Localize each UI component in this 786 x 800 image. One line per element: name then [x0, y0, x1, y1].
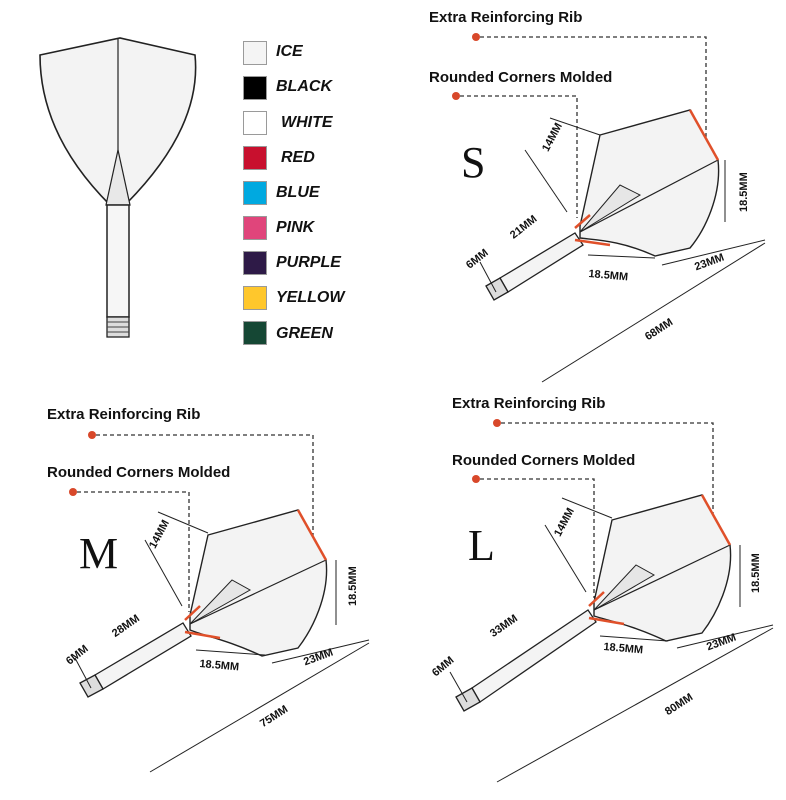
- color-name-green: GREEN: [276, 325, 333, 342]
- color-name-purple: PURPLE: [276, 254, 341, 271]
- swatch-white: [243, 111, 267, 135]
- color-name-pink: PINK: [276, 219, 315, 236]
- l-rib-callout: Extra Reinforcing Rib: [452, 395, 606, 412]
- color-name-ice: ICE: [276, 43, 303, 60]
- s-corners-callout: Rounded Corners Molded: [429, 69, 613, 86]
- s-rib-callout: Extra Reinforcing Rib: [429, 9, 583, 26]
- swatch-black: [243, 76, 267, 100]
- m-corners-callout: Rounded Corners Molded: [47, 464, 231, 481]
- swatch-green: [243, 321, 267, 345]
- swatch-red: [243, 146, 267, 170]
- swatch-pink: [243, 216, 267, 240]
- swatch-yellow: [243, 286, 267, 310]
- l-corners-callout: Rounded Corners Molded: [452, 452, 636, 469]
- color-name-white: WHITE: [281, 114, 333, 131]
- color-name-red: RED: [281, 149, 315, 166]
- l-size-label: L: [468, 521, 495, 570]
- s-size-label: S: [461, 138, 486, 187]
- color-name-blue: BLUE: [276, 184, 320, 201]
- m-rib-callout: Extra Reinforcing Rib: [47, 406, 201, 423]
- color-name-black: BLACK: [276, 78, 332, 95]
- swatch-purple: [243, 251, 267, 275]
- m-size-label: M: [79, 529, 119, 578]
- swatch-ice: [243, 41, 267, 65]
- l-dim-height: 18.5MM: [750, 553, 762, 593]
- swatch-blue: [243, 181, 267, 205]
- color-name-yellow: YELLOW: [276, 289, 345, 306]
